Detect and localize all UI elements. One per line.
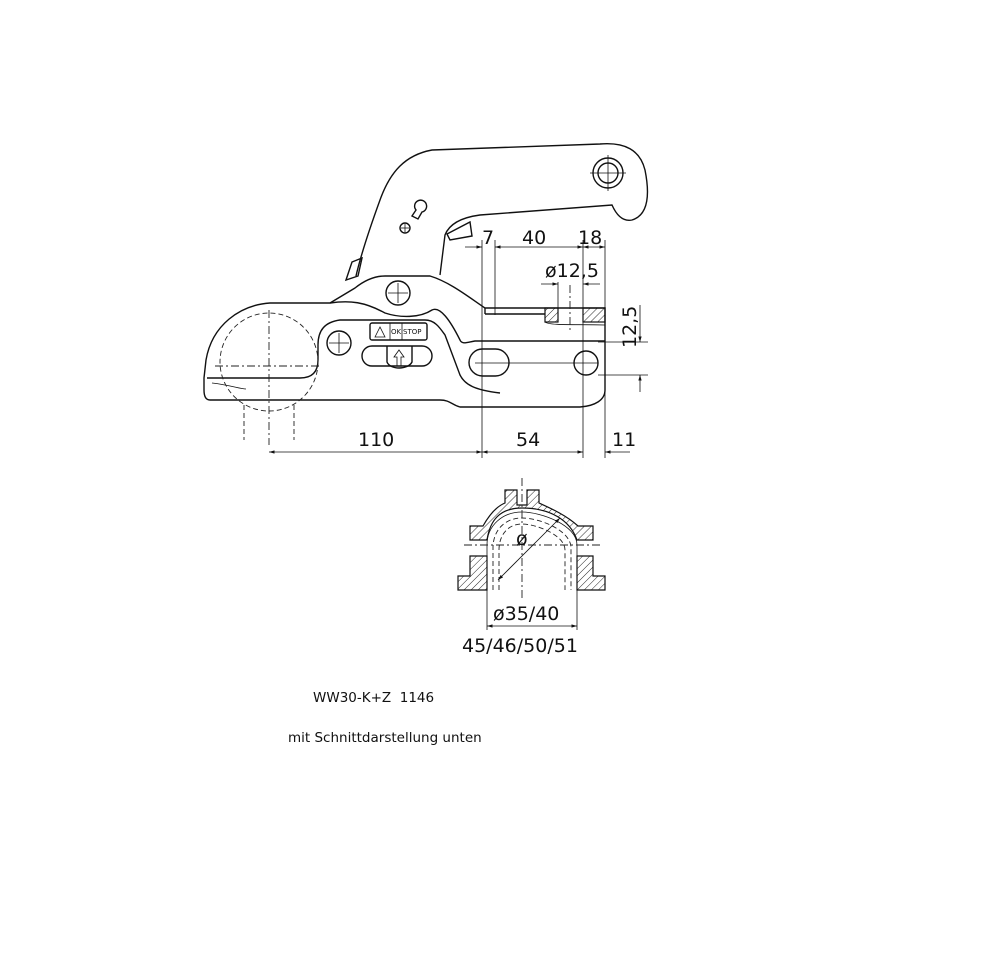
- warning-icon: [374, 326, 386, 338]
- coupling-body: OK STOP: [203, 275, 606, 445]
- stop-label: STOP: [403, 328, 421, 336]
- dim-12-5: 12,5: [619, 306, 641, 348]
- arrow-up-icon: [393, 349, 405, 367]
- keyhole-icon: [410, 199, 428, 220]
- dim-54: 54: [516, 429, 540, 451]
- section-view: ø ø35/40 45/46/50/51: [457, 478, 606, 657]
- dim-11: 11: [612, 429, 636, 451]
- pivot-hole: [385, 280, 411, 306]
- dimensions: 7 40 18 ø12,5 12,5 110 54 11: [269, 227, 648, 458]
- dim-hole-diameter: ø12,5: [545, 260, 599, 282]
- label-plate: OK STOP: [361, 322, 433, 369]
- dim-sizes: 45/46/50/51: [462, 635, 578, 657]
- dim-18: 18: [578, 227, 602, 249]
- ok-label: OK: [391, 328, 402, 336]
- dim-110: 110: [358, 429, 394, 451]
- section-diameter-symbol: ø: [516, 528, 528, 550]
- dim-7: 7: [482, 227, 494, 249]
- model-caption: WW30-K+Z 1146: [313, 690, 434, 706]
- dim-40: 40: [522, 227, 546, 249]
- dim-shaft-diameter: ø35/40: [493, 603, 559, 625]
- body-hole: [326, 330, 352, 356]
- slot-hole: [468, 348, 510, 377]
- note-caption: mit Schnittdarstellung unten: [288, 730, 482, 746]
- handle-lever: [344, 143, 649, 282]
